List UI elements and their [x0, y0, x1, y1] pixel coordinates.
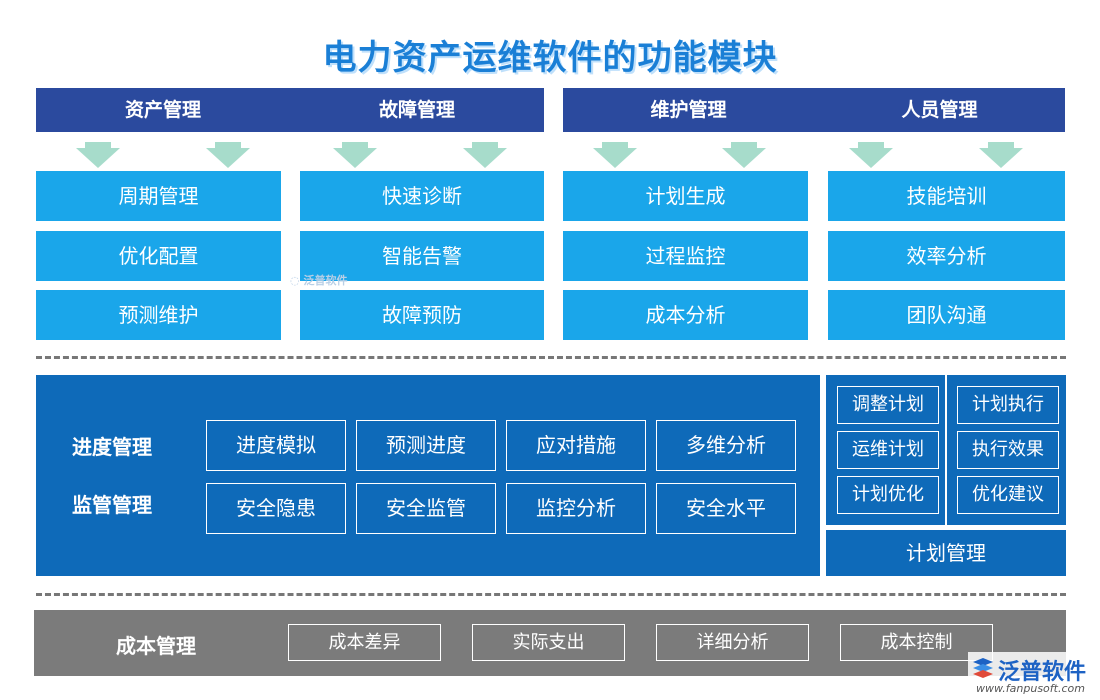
- arrow-down-icon: [858, 142, 884, 148]
- module-box: 效率分析: [828, 231, 1065, 281]
- progress-item: 进度模拟: [206, 420, 346, 471]
- watermark: ◌ 泛普软件: [290, 272, 360, 288]
- progress-item: 多维分析: [656, 420, 796, 471]
- module-box: 计划生成: [563, 171, 808, 221]
- module-box: 智能告警: [300, 231, 544, 281]
- arrow-down-icon: [593, 148, 637, 168]
- arrow-down-icon: [76, 148, 120, 168]
- module-box: 周期管理: [36, 171, 281, 221]
- supervision-item: 安全监管: [356, 483, 496, 534]
- header-band-left: [36, 88, 544, 132]
- module-box: 过程监控: [563, 231, 808, 281]
- header-fault-management: 故障管理: [378, 99, 455, 121]
- brand-logo-icon: [973, 658, 993, 678]
- row-label-progress: 进度管理: [72, 435, 152, 459]
- arrow-down-icon: [472, 142, 498, 148]
- plan-item: 调整计划: [837, 386, 939, 424]
- plan-item: 运维计划: [837, 431, 939, 469]
- supervision-item: 安全隐患: [206, 483, 346, 534]
- plan-panel-left: [826, 375, 945, 525]
- row-label-supervision: 监管管理: [72, 493, 152, 517]
- dashed-divider: [36, 356, 1066, 359]
- module-box: 成本分析: [563, 290, 808, 340]
- supervision-item: 安全水平: [656, 483, 796, 534]
- dashed-divider: [36, 593, 1066, 596]
- watermark-logo-icon: ◌: [290, 274, 300, 287]
- arrow-down-icon: [988, 142, 1014, 148]
- plan-item: 优化建议: [957, 476, 1059, 514]
- page-title: 电力资产运维软件的功能模块: [322, 38, 778, 78]
- arrow-down-icon: [722, 148, 766, 168]
- supervision-item: 监控分析: [506, 483, 646, 534]
- header-maintenance-management: 维护管理: [650, 99, 727, 121]
- cost-item: 详细分析: [656, 624, 809, 661]
- arrow-down-icon: [602, 142, 628, 148]
- plan-item: 计划执行: [957, 386, 1059, 424]
- arrow-down-icon: [463, 148, 507, 168]
- arrow-down-icon: [206, 148, 250, 168]
- arrow-down-icon: [979, 148, 1023, 168]
- module-box: 优化配置: [36, 231, 281, 281]
- watermark-text: 泛普软件: [303, 274, 348, 287]
- brand-logo-url: www.fanpusoft.com: [976, 682, 1085, 695]
- cost-item: 成本差异: [288, 624, 441, 661]
- cost-item: 成本控制: [840, 624, 993, 661]
- plan-management-label: 计划管理: [826, 530, 1066, 576]
- brand-logo: 泛普软件 www.fanpusoft.com: [968, 652, 1096, 698]
- arrow-down-icon: [731, 142, 757, 148]
- header-band-right: [563, 88, 1065, 132]
- header-personnel-management: 人员管理: [901, 99, 978, 121]
- header-asset-management: 资产管理: [124, 99, 201, 121]
- cost-item: 实际支出: [472, 624, 625, 661]
- module-box: 团队沟通: [828, 290, 1065, 340]
- progress-supervision-panel: [36, 375, 820, 576]
- plan-item: 计划优化: [837, 476, 939, 514]
- arrow-down-icon: [342, 142, 368, 148]
- module-box: 快速诊断: [300, 171, 544, 221]
- progress-item: 预测进度: [356, 420, 496, 471]
- cost-management-band: [34, 610, 1066, 676]
- module-box: 故障预防: [300, 290, 544, 340]
- plan-item: 执行效果: [957, 431, 1059, 469]
- module-box: 预测维护: [36, 290, 281, 340]
- arrow-down-icon: [85, 142, 111, 148]
- cost-management-label: 成本管理: [116, 634, 196, 658]
- module-box: 技能培训: [828, 171, 1065, 221]
- progress-item: 应对措施: [506, 420, 646, 471]
- plan-panel-right: [947, 375, 1066, 525]
- arrow-down-icon: [215, 142, 241, 148]
- arrow-down-icon: [333, 148, 377, 168]
- brand-logo-name: 泛普软件: [998, 660, 1087, 685]
- arrow-down-icon: [849, 148, 893, 168]
